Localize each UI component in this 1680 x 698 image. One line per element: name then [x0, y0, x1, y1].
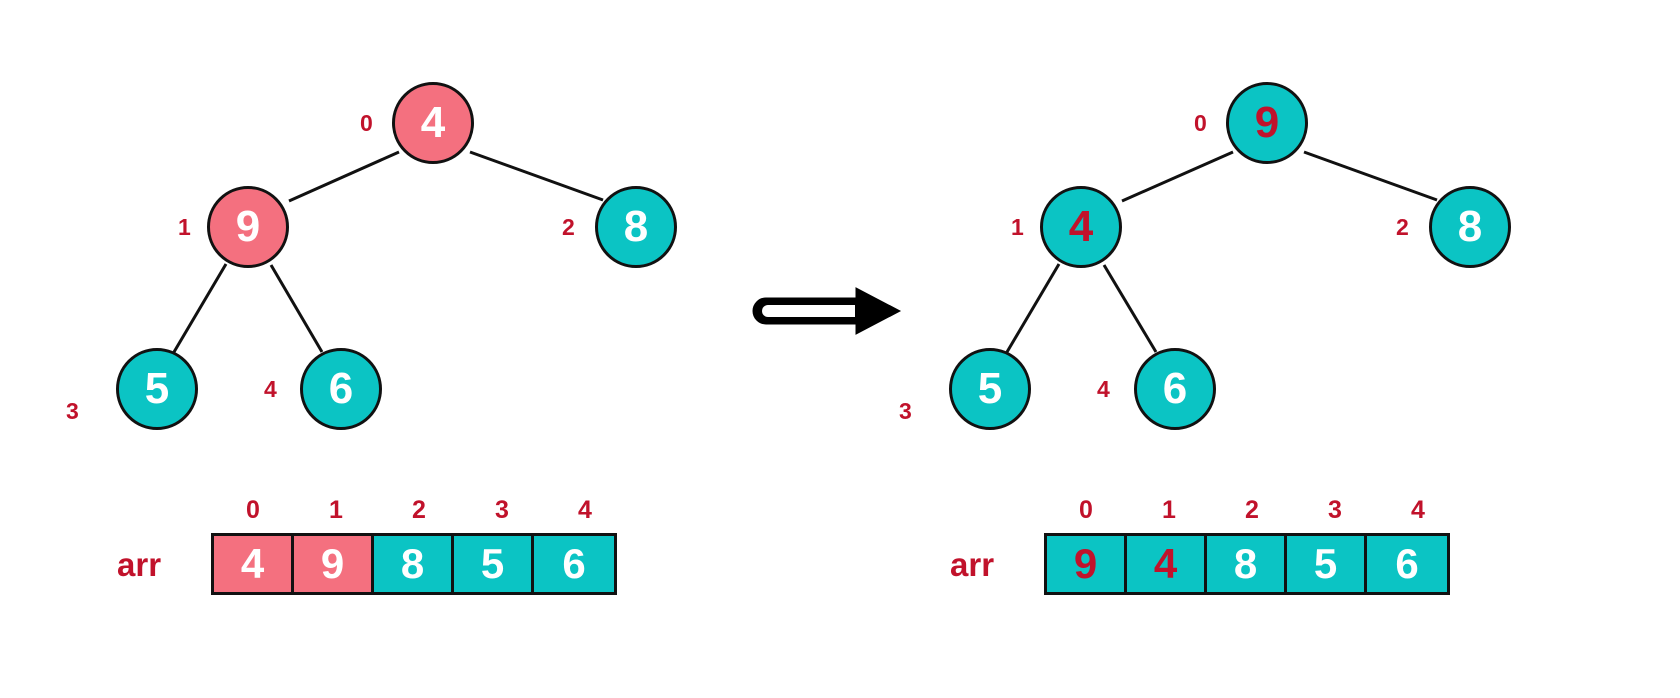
tree-node-1[interactable]: 9	[207, 186, 289, 268]
array-index-2-after: 2	[1245, 496, 1259, 524]
array-cell-value: 8	[400, 540, 425, 587]
tree-node-index-3: 3	[66, 398, 79, 424]
array-name-label-after: arr	[950, 546, 995, 583]
array-cell-value: 9	[320, 540, 345, 587]
double-line-right-arrow-icon	[752, 287, 902, 335]
array-cell-2[interactable]: 8	[374, 536, 454, 592]
array-cell-4[interactable]: 6	[534, 536, 614, 592]
tree-node-index-3-after: 3	[899, 398, 912, 424]
array-cell-value: 8	[1233, 540, 1258, 587]
node-value: 6	[1162, 364, 1188, 413]
array-cell-value: 4	[240, 540, 265, 587]
node-value: 8	[623, 202, 649, 251]
array-index-1-after: 1	[1162, 496, 1176, 524]
array-cell-2-after[interactable]: 8	[1207, 536, 1287, 592]
tree-node-1-after[interactable]: 4	[1040, 186, 1122, 268]
tree-node-2[interactable]: 8	[595, 186, 677, 268]
array-name-label: arr	[117, 546, 162, 583]
array-index-3: 3	[495, 496, 509, 524]
tree-node-index-1-after: 1	[1011, 214, 1024, 240]
tree-node-index-4: 4	[264, 376, 277, 402]
array-index-4-after: 4	[1411, 496, 1425, 524]
array-cell-value: 4	[1153, 540, 1178, 587]
node-value: 4	[1068, 202, 1094, 251]
array-cell-3-after[interactable]: 5	[1287, 536, 1367, 592]
node-value: 8	[1457, 202, 1483, 251]
node-value: 9	[235, 202, 261, 251]
array-cell-value: 5	[1313, 540, 1338, 587]
node-value: 9	[1254, 98, 1280, 147]
array-index-2: 2	[412, 496, 426, 524]
array-index-3-after: 3	[1328, 496, 1342, 524]
array-cell-4-after[interactable]: 6	[1367, 536, 1447, 592]
array-cell-3[interactable]: 5	[454, 536, 534, 592]
tree-node-0[interactable]: 4	[392, 82, 474, 164]
array-cell-value: 5	[480, 540, 505, 587]
tree-node-index-4-after: 4	[1097, 376, 1110, 402]
array-index-1: 1	[329, 496, 343, 524]
array-after: 9 4 8 5 6	[1044, 533, 1450, 595]
tree-node-index-2: 2	[562, 214, 575, 240]
tree-node-index-0-after: 0	[1194, 110, 1207, 136]
array-cell-1[interactable]: 9	[294, 536, 374, 592]
node-value: 5	[144, 364, 170, 413]
array-before: 4 9 8 5 6	[211, 533, 617, 595]
array-cell-value: 6	[562, 540, 586, 587]
array-index-0: 0	[246, 496, 260, 524]
tree-node-index-0: 0	[360, 110, 373, 136]
tree-node-index-2-after: 2	[1396, 214, 1409, 240]
array-cell-0-after[interactable]: 9	[1047, 536, 1127, 592]
array-cell-1-after[interactable]: 4	[1127, 536, 1207, 592]
array-cell-value: 9	[1073, 540, 1098, 587]
tree-node-4-after[interactable]: 6	[1134, 348, 1216, 430]
array-index-4: 4	[578, 496, 592, 524]
array-index-0-after: 0	[1079, 496, 1093, 524]
tree-node-4[interactable]: 6	[300, 348, 382, 430]
tree-node-0-after[interactable]: 9	[1226, 82, 1308, 164]
tree-node-3-after[interactable]: 5	[949, 348, 1031, 430]
array-cell-0[interactable]: 4	[214, 536, 294, 592]
tree-node-2-after[interactable]: 8	[1429, 186, 1511, 268]
node-value: 5	[977, 364, 1003, 413]
node-value: 4	[420, 98, 446, 147]
tree-node-index-1: 1	[178, 214, 191, 240]
tree-node-3[interactable]: 5	[116, 348, 198, 430]
node-value: 6	[328, 364, 354, 413]
array-cell-value: 6	[1395, 540, 1419, 587]
